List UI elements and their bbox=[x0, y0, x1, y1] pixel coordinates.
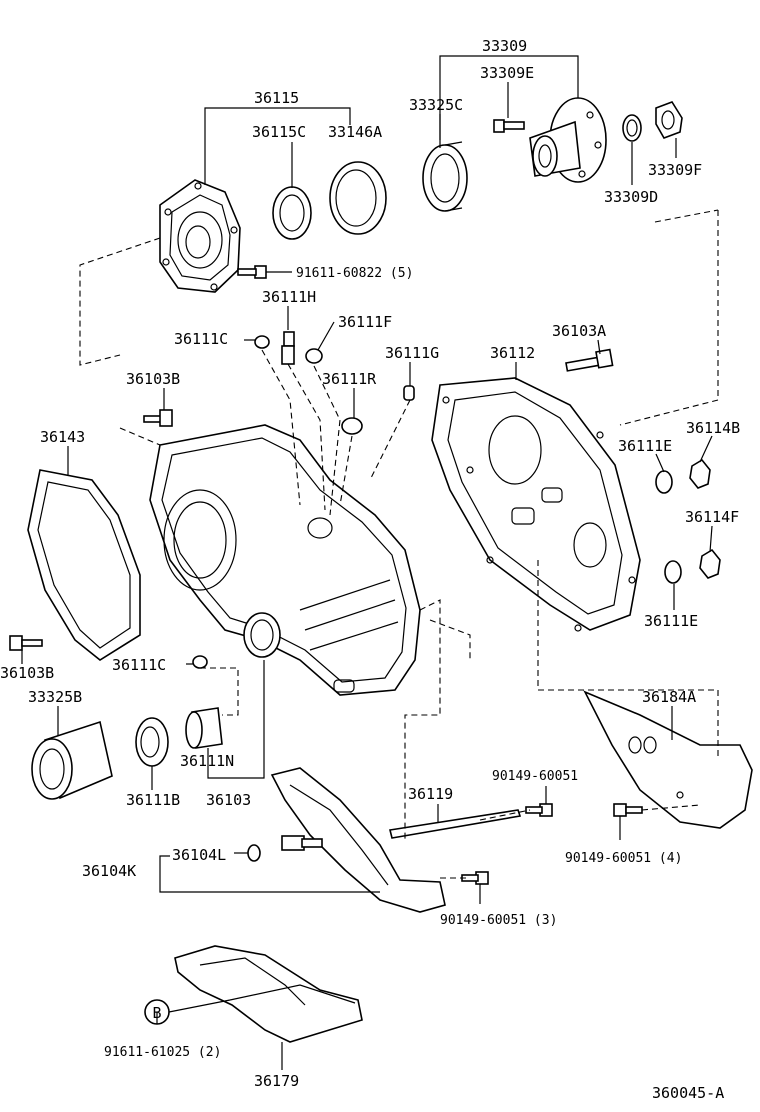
label-36111N: 36111N bbox=[180, 752, 234, 770]
part-33309-flange bbox=[529, 97, 607, 183]
label-36115C: 36115C bbox=[252, 123, 306, 141]
label-33309F: 33309F bbox=[648, 161, 702, 179]
label-36179: 36179 bbox=[254, 1072, 299, 1090]
label-33309E: 33309E bbox=[480, 64, 534, 82]
label-90149-60051-c: 90149-60051 (3) bbox=[440, 913, 557, 928]
label-36114F: 36114F bbox=[685, 508, 739, 526]
label-33325C: 33325C bbox=[409, 96, 463, 114]
part-36112-case bbox=[431, 377, 641, 632]
leader-lines bbox=[21, 55, 713, 1070]
part-36111C-plug-bottom bbox=[192, 655, 208, 669]
label-90149-60051-b: 90149-60051 (4) bbox=[565, 851, 682, 866]
part-33309F-nut bbox=[655, 101, 683, 139]
part-36111G-pin bbox=[403, 385, 415, 401]
part-36115C-seal bbox=[272, 186, 312, 240]
label-33309: 33309 bbox=[482, 37, 527, 55]
part-36115-housing bbox=[159, 179, 241, 293]
label-36111R: 36111R bbox=[322, 370, 377, 388]
alignment-lines bbox=[79, 209, 719, 879]
label-36111E-bottom: 36111E bbox=[644, 612, 698, 630]
part-36111B-seal bbox=[135, 717, 169, 767]
label-36104L: 36104L bbox=[172, 846, 226, 864]
label-36184A: 36184A bbox=[642, 688, 696, 706]
label-91611-61025: 91611-61025 (2) bbox=[104, 1045, 221, 1060]
label-36103A: 36103A bbox=[552, 322, 606, 340]
label-36111B: 36111B bbox=[126, 791, 180, 809]
part-90149-60051-bolt-b bbox=[613, 803, 643, 817]
label-36114B: 36114B bbox=[686, 419, 740, 437]
label-36111E-top: 36111E bbox=[618, 437, 672, 455]
label-36111C-bottom: 36111C bbox=[112, 656, 166, 674]
part-91611-60822-bolt bbox=[237, 265, 267, 279]
part-36143-gasket bbox=[27, 469, 141, 661]
label-36112: 36112 bbox=[490, 344, 535, 362]
part-36111H-fitting bbox=[281, 331, 295, 365]
figure-id: 360045-A bbox=[652, 1084, 724, 1102]
part-36104K-guard bbox=[270, 767, 446, 913]
part-36114F-plug bbox=[699, 548, 721, 579]
label-36115: 36115 bbox=[254, 89, 299, 107]
part-33325C-sleeve bbox=[422, 141, 468, 212]
part-36103-main-case bbox=[149, 424, 421, 696]
label-36119: 36119 bbox=[408, 785, 453, 803]
label-36103: 36103 bbox=[206, 791, 251, 809]
part-36179-skid-plate bbox=[174, 945, 363, 1043]
label-36111H: 36111H bbox=[262, 288, 316, 306]
part-36114B-plug bbox=[689, 458, 711, 489]
part-36119-rod bbox=[389, 809, 522, 839]
part-36184A-protector bbox=[583, 690, 753, 829]
label-91611-60822: 91611-60822 (5) bbox=[296, 266, 413, 281]
part-36103B-bolt-top bbox=[143, 409, 173, 427]
label-36103B-bottom: 36103B bbox=[0, 664, 54, 682]
part-36103A-bolt bbox=[565, 348, 614, 372]
label-33325B: 33325B bbox=[28, 688, 82, 706]
part-33325B-sleeve bbox=[31, 720, 113, 800]
part-33309E-bolt bbox=[493, 119, 525, 133]
label-36111G: 36111G bbox=[385, 344, 439, 362]
label-36111F: 36111F bbox=[338, 313, 392, 331]
part-36111E-washer-top bbox=[655, 470, 673, 494]
part-36111R-seal bbox=[341, 417, 363, 435]
label-33309D: 33309D bbox=[604, 188, 658, 206]
part-36111E-washer-bot bbox=[664, 560, 682, 584]
label-36143: 36143 bbox=[40, 428, 85, 446]
label-36103B-top: 36103B bbox=[126, 370, 180, 388]
part-36103B-bolt-bottom bbox=[9, 635, 43, 651]
part-36111F-plug bbox=[305, 348, 323, 364]
label-36111C-top: 36111C bbox=[174, 330, 228, 348]
label-33146A: 33146A bbox=[328, 123, 382, 141]
label-36104K: 36104K bbox=[82, 862, 136, 880]
part-36111N-bushing bbox=[185, 707, 223, 749]
part-33309D-ring bbox=[622, 114, 642, 142]
part-labels: 33309 33309E 33325C 33309F 33309D 36115 … bbox=[0, 37, 740, 1102]
part-36104L-o-ring bbox=[247, 844, 261, 862]
label-90149-60051-a: 90149-60051 bbox=[492, 769, 578, 784]
part-36111C-plug-top bbox=[254, 335, 270, 349]
part-33146A-race bbox=[329, 161, 387, 235]
